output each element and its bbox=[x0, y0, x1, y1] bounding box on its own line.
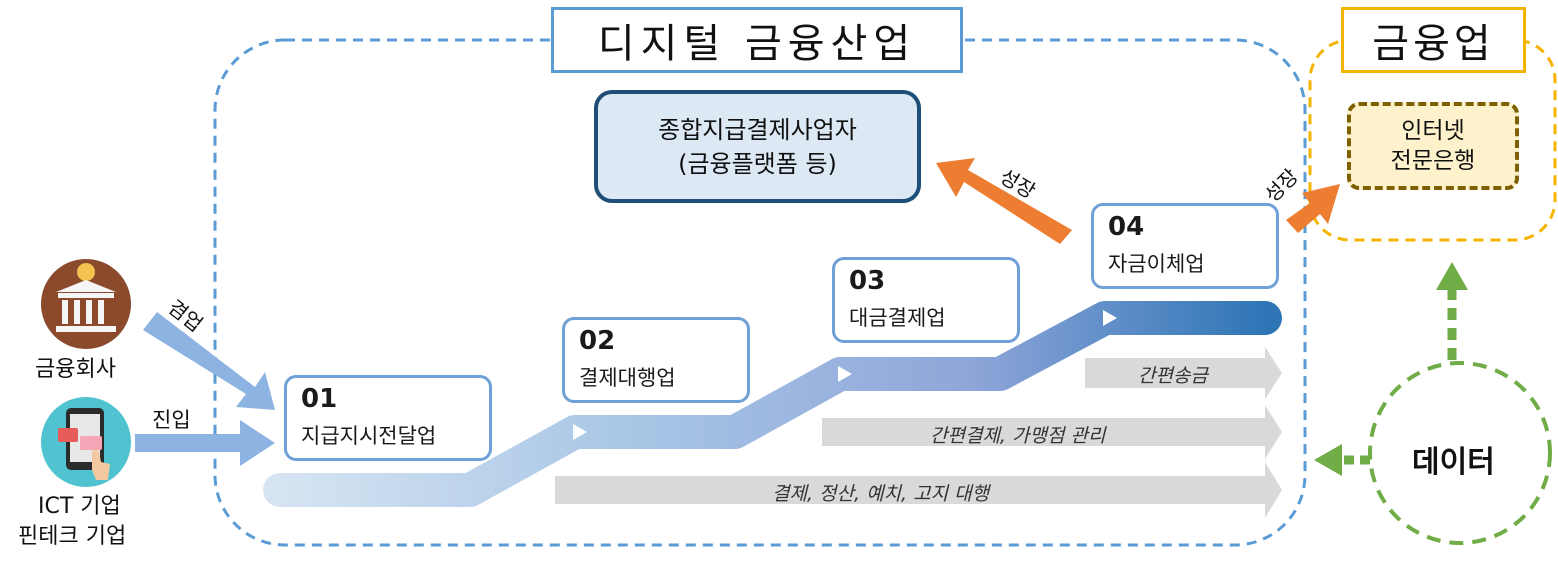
service-arrow-payment-settlement bbox=[555, 462, 1282, 518]
entry-arrow bbox=[135, 420, 275, 466]
entry-label: 진입 bbox=[152, 408, 191, 432]
smartphone-payment-icon bbox=[41, 397, 131, 487]
stage-number: 02 bbox=[579, 326, 616, 356]
stage-name: 자금이체업 bbox=[1108, 252, 1205, 276]
play-triangle-icon bbox=[838, 366, 852, 382]
fintech-company-label: 핀테크 기업 bbox=[18, 524, 127, 549]
stage-name: 결제대행업 bbox=[579, 366, 676, 390]
internet-bank-box: 인터넷 전문은행 bbox=[1347, 102, 1519, 190]
finance-industry-title: 금융업 bbox=[1372, 21, 1495, 67]
finance-industry-region bbox=[1308, 38, 1557, 242]
service-arrow-easy-payment bbox=[822, 405, 1282, 459]
stage-box-01: 01 지급지시전달업 bbox=[284, 375, 492, 461]
bank-building-icon bbox=[41, 259, 131, 349]
digital-finance-region bbox=[213, 38, 1307, 547]
stage-name: 지급지시전달업 bbox=[301, 424, 437, 448]
internet-bank-line2: 전문은행 bbox=[1390, 148, 1476, 174]
dual-business-arrow bbox=[143, 312, 275, 410]
data-left-arrowhead bbox=[1314, 444, 1342, 476]
play-triangle-icon bbox=[573, 424, 587, 440]
stage-number: 01 bbox=[301, 384, 338, 414]
data-label: 데이터 bbox=[1412, 445, 1495, 480]
digital-finance-title: 디지털 금융산업 bbox=[597, 21, 917, 67]
stage-ramp bbox=[263, 301, 1282, 507]
financial-company-label: 금융회사 bbox=[35, 357, 116, 382]
service-label-remittance: 간편송금 bbox=[1138, 365, 1208, 387]
comprehensive-payment-line2: (금융플랫폼 등) bbox=[678, 149, 837, 178]
growth-arrow-bank bbox=[1286, 184, 1340, 233]
stage-name: 대금결제업 bbox=[849, 306, 946, 330]
service-label-payment-settlement: 결제, 정산, 예치, 고지 대행 bbox=[772, 483, 990, 505]
service-label-easy-payment: 간편결제, 가맹점 관리 bbox=[930, 425, 1106, 447]
comprehensive-payment-line1: 종합지급결제사업자 bbox=[658, 115, 857, 144]
stage-box-04: 04 자금이체업 bbox=[1091, 203, 1279, 289]
growth-arrow-platform bbox=[936, 158, 1072, 244]
finance-industry-title-box: 금융업 bbox=[1341, 7, 1526, 73]
ict-company-label: ICT 기업 bbox=[38, 494, 121, 519]
service-arrow-remittance bbox=[1085, 347, 1282, 399]
internet-bank-line1: 인터넷 bbox=[1401, 118, 1465, 144]
play-triangle-icon bbox=[1103, 310, 1117, 326]
comprehensive-payment-box: 종합지급결제사업자 (금융플랫폼 등) bbox=[594, 90, 921, 203]
stage-number: 03 bbox=[849, 266, 886, 296]
data-circle bbox=[1368, 361, 1552, 545]
digital-finance-title-box: 디지털 금융산업 bbox=[551, 7, 963, 73]
stage-box-03: 03 대금결제업 bbox=[832, 257, 1020, 343]
stage-number: 04 bbox=[1108, 212, 1145, 242]
stage-box-02: 02 결제대행업 bbox=[562, 317, 750, 403]
data-up-arrowhead bbox=[1436, 262, 1468, 290]
